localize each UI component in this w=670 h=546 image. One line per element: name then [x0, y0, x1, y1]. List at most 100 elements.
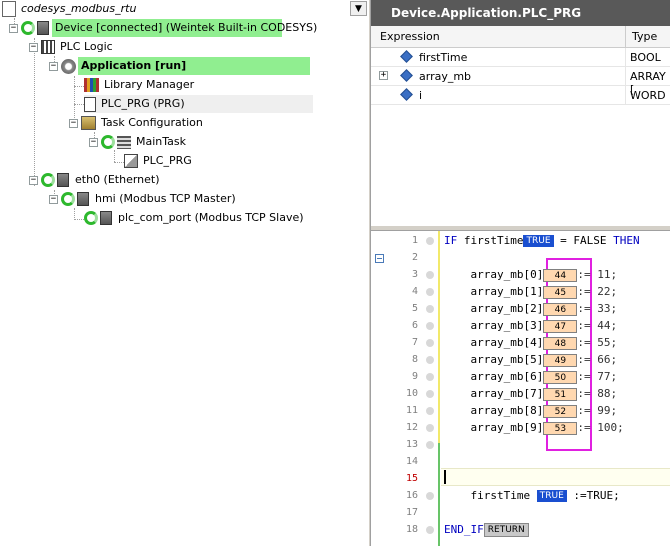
tree-item-plc-prg[interactable]: PLC_PRG (PRG): [84, 95, 313, 113]
monitor-value[interactable]: 45: [543, 285, 578, 299]
tree-line: [74, 219, 84, 220]
monitor-value[interactable]: 47: [543, 319, 578, 333]
breakpoint-marker[interactable]: [426, 271, 434, 279]
breakpoint-marker[interactable]: [426, 237, 434, 245]
line-number: 9: [411, 371, 418, 382]
line-number: 6: [411, 320, 418, 331]
watch-row[interactable]: i WORD: [371, 86, 670, 105]
breakpoint-marker[interactable]: [426, 322, 434, 330]
tree-item-hmi[interactable]: − hmi (Modbus TCP Master): [49, 190, 239, 208]
line-number: 14: [405, 456, 418, 467]
breakpoint-marker[interactable]: [426, 441, 434, 449]
breakpoint-marker[interactable]: [426, 356, 434, 364]
variable-icon: [400, 69, 413, 82]
watch-header: Expression Type: [371, 26, 670, 48]
variable-icon: [400, 88, 413, 101]
sync-connected-icon: [61, 192, 75, 206]
code-line-array[interactable]: array_mb[5]49:= 66;: [470, 353, 618, 367]
change-marker: [438, 231, 440, 443]
line-number: 7: [411, 337, 418, 348]
tree-item-task-configuration[interactable]: − Task Configuration: [69, 114, 206, 132]
line-number: 16: [405, 490, 418, 501]
type-column-header[interactable]: Type: [632, 30, 658, 43]
breakpoint-marker[interactable]: [426, 373, 434, 381]
tree-item-plc-logic[interactable]: − PLC Logic: [29, 38, 116, 56]
line-number: 12: [405, 422, 418, 433]
expression-column-header[interactable]: Expression: [380, 30, 440, 43]
code-line-array[interactable]: array_mb[7]51:= 88;: [470, 387, 618, 401]
watch-row[interactable]: firstTime BOOL: [371, 48, 670, 67]
breakpoint-marker[interactable]: [426, 288, 434, 296]
code-line-array[interactable]: array_mb[1]45:= 22;: [470, 285, 618, 299]
vertical-splitter[interactable]: [368, 0, 371, 546]
code-line-array[interactable]: array_mb[8]52:= 99;: [470, 404, 618, 418]
tree-dropdown-button[interactable]: ▼: [350, 1, 367, 16]
breakpoint-marker[interactable]: [426, 407, 434, 415]
line-number: 10: [405, 388, 418, 399]
application-label: Application [run]: [78, 57, 310, 75]
collapse-icon[interactable]: −: [49, 60, 58, 71]
plc-prg-label: PLC_PRG (PRG): [101, 97, 185, 110]
code-line-array[interactable]: array_mb[3]47:= 44;: [470, 319, 618, 333]
sync-running-icon: [101, 135, 115, 149]
monitor-value[interactable]: 51: [543, 387, 578, 401]
tree-item-plc-prg-call[interactable]: PLC_PRG: [124, 152, 195, 170]
tree-item-main-task[interactable]: − MainTask: [89, 133, 189, 151]
breakpoint-marker[interactable]: [426, 526, 434, 534]
tree-item-library-manager[interactable]: Library Manager: [84, 76, 197, 94]
device-icon: [77, 192, 89, 206]
tree-item-eth0[interactable]: − eth0 (Ethernet): [29, 171, 163, 189]
code-line-array[interactable]: array_mb[0]44:= 11;: [470, 268, 618, 282]
eth0-label: eth0 (Ethernet): [75, 173, 160, 186]
horizontal-splitter[interactable]: [371, 225, 670, 231]
monitor-value[interactable]: 52: [543, 404, 578, 418]
collapse-icon[interactable]: −: [29, 41, 38, 52]
monitor-value[interactable]: 49: [543, 353, 578, 367]
tree-line: [34, 38, 35, 186]
tree-item-plc-com-port[interactable]: plc_com_port (Modbus TCP Slave): [84, 209, 307, 227]
code-line-array[interactable]: array_mb[4]48:= 55;: [470, 336, 618, 350]
breakpoint-marker[interactable]: [426, 305, 434, 313]
monitor-value[interactable]: 50: [543, 370, 578, 384]
watch-expression: i: [419, 89, 423, 102]
collapse-icon[interactable]: −: [29, 174, 38, 185]
text-caret: [444, 470, 446, 484]
tree-item-application[interactable]: − Application [run]: [49, 57, 310, 75]
code-line-array[interactable]: array_mb[2]46:= 33;: [470, 302, 618, 316]
code-line-16[interactable]: firstTime TRUE :=TRUE;: [470, 489, 620, 502]
watch-row[interactable]: + array_mb ARRAY [: [371, 67, 670, 96]
tree-line: [74, 104, 84, 105]
breakpoint-marker[interactable]: [426, 339, 434, 347]
code-line-array[interactable]: array_mb[9]53:= 100;: [470, 421, 624, 435]
monitor-return: RETURN: [483, 523, 529, 537]
tree-line: [114, 162, 124, 163]
collapse-icon[interactable]: −: [89, 136, 98, 147]
editor-panel: Device.Application.PLC_PRG Expression Ty…: [371, 0, 670, 546]
breakpoint-marker[interactable]: [426, 390, 434, 398]
library-icon: [84, 78, 99, 92]
tree-line: [74, 208, 75, 220]
tree-item-project[interactable]: codesys_modbus_rtu: [2, 0, 139, 18]
collapse-icon[interactable]: −: [69, 117, 78, 128]
collapse-icon[interactable]: −: [49, 193, 58, 204]
breakpoint-marker[interactable]: [426, 424, 434, 432]
line-number: 13: [405, 439, 418, 450]
watch-expression: array_mb: [419, 70, 472, 83]
fold-icon[interactable]: [375, 254, 384, 263]
tree-item-device[interactable]: − Device [connected] (Weintek Built-in C…: [9, 19, 317, 37]
expand-icon[interactable]: +: [379, 70, 388, 80]
plc-com-port-label: plc_com_port (Modbus TCP Slave): [118, 211, 304, 224]
code-line-array[interactable]: array_mb[6]50:= 77;: [470, 370, 618, 384]
monitor-value[interactable]: 44: [543, 268, 578, 282]
breakpoint-marker[interactable]: [426, 492, 434, 500]
column-divider[interactable]: [625, 26, 626, 48]
monitor-value[interactable]: 46: [543, 302, 578, 316]
monitor-value[interactable]: 53: [543, 421, 578, 435]
monitor-value[interactable]: 48: [543, 336, 578, 350]
collapse-icon[interactable]: −: [9, 22, 18, 33]
line-number: 11: [405, 405, 418, 416]
tree-line: [54, 56, 55, 66]
